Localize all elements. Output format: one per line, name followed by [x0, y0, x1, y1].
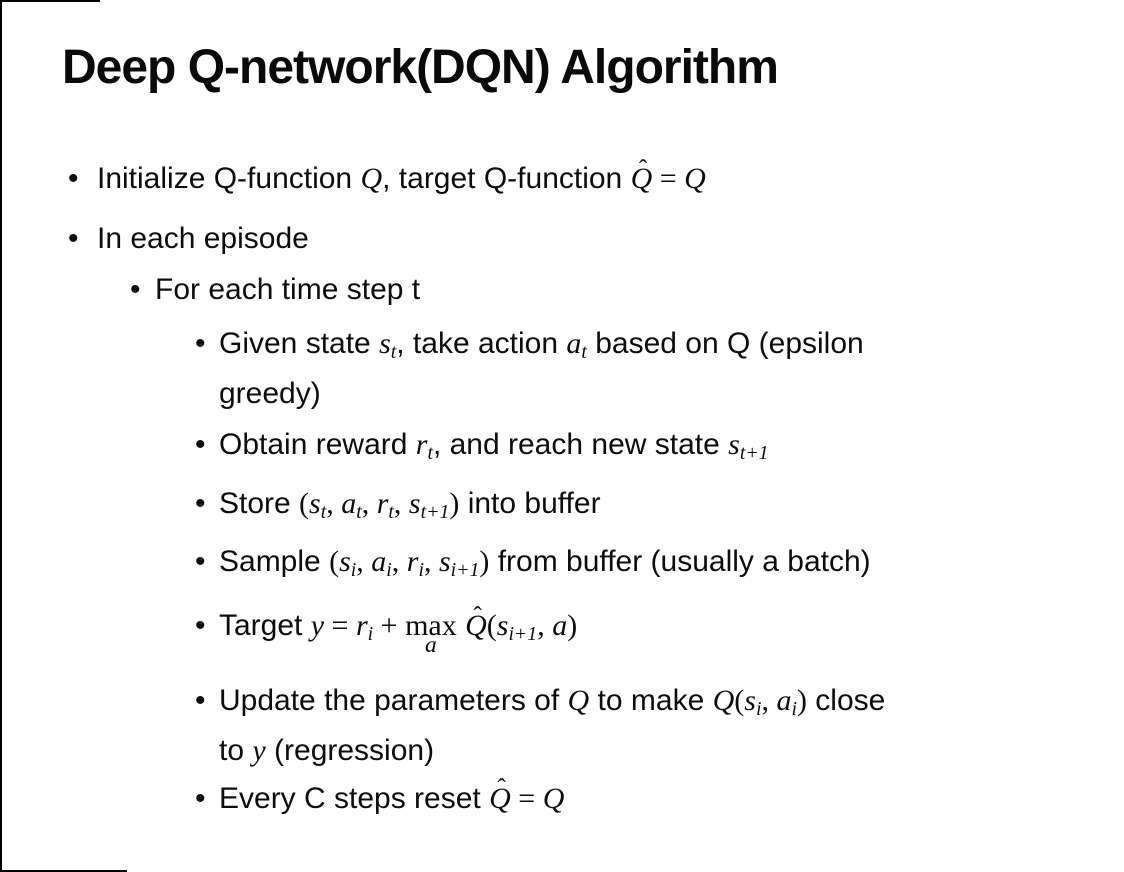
bullet-obtain-reward: • Obtain reward rt, and reach new state … — [195, 424, 1077, 474]
bullet-text: In each episode — [97, 222, 309, 255]
bullet-sample-buffer: • Sample (si, ai, ri, si+1) from buffer … — [195, 541, 1077, 591]
bullet-icon: • — [130, 273, 141, 306]
top-border-line — [0, 0, 100, 2]
bullet-update-parameters: • Update the parameters of Q to make Q(s… — [195, 680, 1077, 772]
bullet-icon: • — [195, 427, 206, 461]
bullet-text: Update the parameters of Q to make Q(si,… — [219, 683, 886, 720]
left-border-line — [0, 0, 2, 872]
bullet-text: For each time step t — [155, 273, 421, 306]
bullet-text-wrap: to y (regression) — [219, 733, 435, 767]
bullet-initialize-q-function: • Initialize Q-function Q, target Q-func… — [68, 153, 1124, 200]
bullet-icon: • — [195, 609, 206, 642]
bullet-given-state: • Given state st, take action at based o… — [195, 323, 1077, 415]
bullet-text-wrap: greedy) — [219, 376, 321, 410]
bullet-list: • Initialize Q-function Q, target Q-func… — [0, 153, 1124, 820]
bullet-store-buffer: • Store (st, at, rt, st+1) into buffer — [195, 483, 1077, 533]
slide-title: Deep Q-network(DQN) Algorithm — [62, 41, 779, 94]
bullet-icon: • — [195, 327, 206, 360]
bullet-icon: • — [68, 162, 79, 195]
bullet-icon: • — [195, 683, 206, 717]
bullet-icon: • — [195, 486, 206, 520]
bullet-in-each-episode: • In each episode — [68, 218, 1124, 260]
bullet-icon: • — [195, 545, 206, 579]
bullet-text: Given state st, take action at based on … — [219, 327, 864, 363]
bullet-icon: • — [195, 781, 206, 815]
bullet-text: Obtain reward rt, and reach new state st… — [219, 427, 769, 464]
bullet-text: Sample (si, ai, ri, si+1) from buffer (u… — [219, 545, 871, 581]
bullet-text: Store (st, at, rt, st+1) into buffer — [219, 486, 601, 523]
bottom-border-line — [0, 870, 127, 872]
bullet-for-each-time-step: • For each time step t — [130, 269, 1124, 311]
bullet-text: Initialize Q-function Q, target Q-functi… — [97, 153, 706, 195]
bullet-icon: • — [68, 222, 79, 255]
